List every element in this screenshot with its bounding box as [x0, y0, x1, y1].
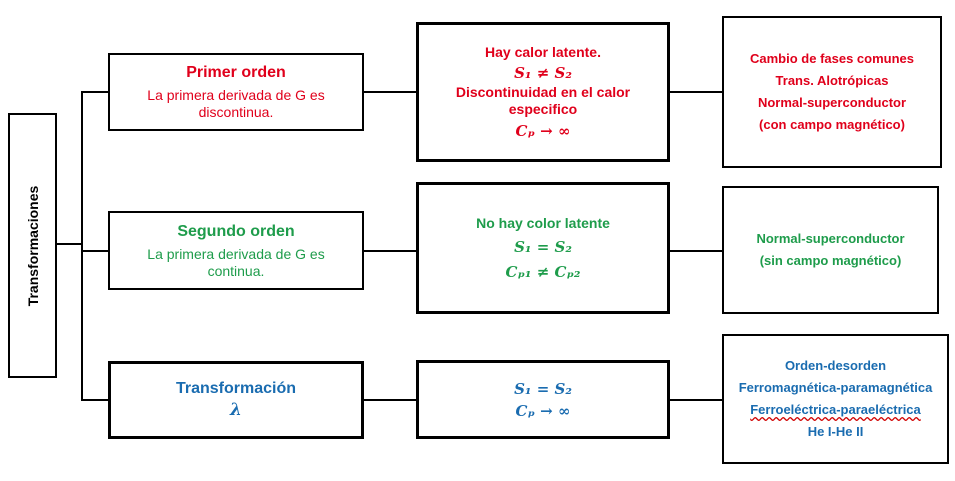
example-normal-superconductor: Normal-superconductor: [757, 95, 907, 110]
lambda-examples-box: Orden-desorden Ferromagnética-paramagnét…: [722, 334, 949, 464]
lambda-specific-heat-infinite: Cₚ → ∞: [515, 401, 571, 420]
specific-heat-infinite: Cₚ → ∞: [515, 121, 571, 140]
connector-trunk-first-order: [81, 91, 109, 93]
first-order-examples-box: Cambio de fases comunes Trans. Alotrópic…: [722, 16, 942, 168]
latent-heat-text: Hay calor latente.: [485, 43, 601, 60]
entropy-inequality: S₁ ≠ S₂: [514, 63, 572, 82]
root-box: Transformaciones: [8, 113, 57, 378]
connector-lambda-properties-examples: [669, 399, 723, 401]
connector-first-properties-examples: [669, 91, 723, 93]
first-order-box: Primer orden La primera derivada de G es…: [108, 53, 364, 131]
second-order-properties-box: No hay color latente S₁ = S₂ Cₚ₁ ≠ Cₚ₂: [416, 182, 670, 314]
example-common-phase-change: Cambio de fases comunes: [750, 51, 914, 66]
second-order-box: Segundo orden La primera derivada de G e…: [108, 211, 364, 290]
connector-trunk-second-order: [81, 250, 109, 252]
connector-lambda-properties: [362, 399, 417, 401]
example-without-magnetic-field: (sin campo magnético): [759, 253, 902, 268]
example-ferroelectric-paraelectric: Ferroeléctrica-paraeléctrica: [750, 402, 921, 417]
connector-trunk-lambda: [81, 399, 109, 401]
second-order-examples-box: Normal-superconductor (sin campo magnéti…: [722, 186, 939, 314]
lambda-transition-box: Transformación λ: [108, 361, 364, 439]
first-order-description: La primera derivada de G es discontinua.: [147, 87, 325, 120]
specific-heat-inequality: Cₚ₁ ≠ Cₚ₂: [505, 262, 581, 281]
root-label: Transformaciones: [24, 185, 41, 306]
second-order-title: Segundo orden: [177, 222, 295, 240]
second-order-description: La primera derivada de G es continua.: [147, 245, 325, 279]
connector-root-trunk: [56, 243, 83, 245]
example-allotropic: Trans. Alotrópicas: [775, 73, 889, 88]
lambda-symbol: λ: [230, 400, 242, 420]
no-latent-heat-text: No hay color latente: [476, 214, 610, 231]
first-order-title: Primer orden: [186, 64, 286, 81]
first-order-properties-box: Hay calor latente. S₁ ≠ S₂ Discontinuida…: [416, 22, 670, 162]
example-with-magnetic-field: (con campo magnético): [759, 117, 905, 132]
lambda-entropy-equality: S₁ = S₂: [514, 379, 572, 398]
connector-first-order-properties: [362, 91, 417, 93]
example-normal-superconductor: Normal-superconductor: [756, 231, 905, 246]
example-order-disorder: Orden-desorden: [784, 358, 887, 373]
specific-heat-discontinuity-text: Discontinuidad en el calor especifico: [455, 83, 631, 117]
example-ferromagnetic-paramagnetic: Ferromagnética-paramagnética: [738, 380, 933, 395]
entropy-equality: S₁ = S₂: [514, 237, 572, 256]
example-helium-transition: He I-He II: [807, 424, 864, 439]
connector-second-properties-examples: [669, 250, 723, 252]
connector-trunk-vertical: [81, 91, 83, 400]
lambda-properties-box: S₁ = S₂ Cₚ → ∞: [416, 360, 670, 439]
lambda-transition-title: Transformación: [175, 380, 297, 397]
connector-second-order-properties: [362, 250, 417, 252]
